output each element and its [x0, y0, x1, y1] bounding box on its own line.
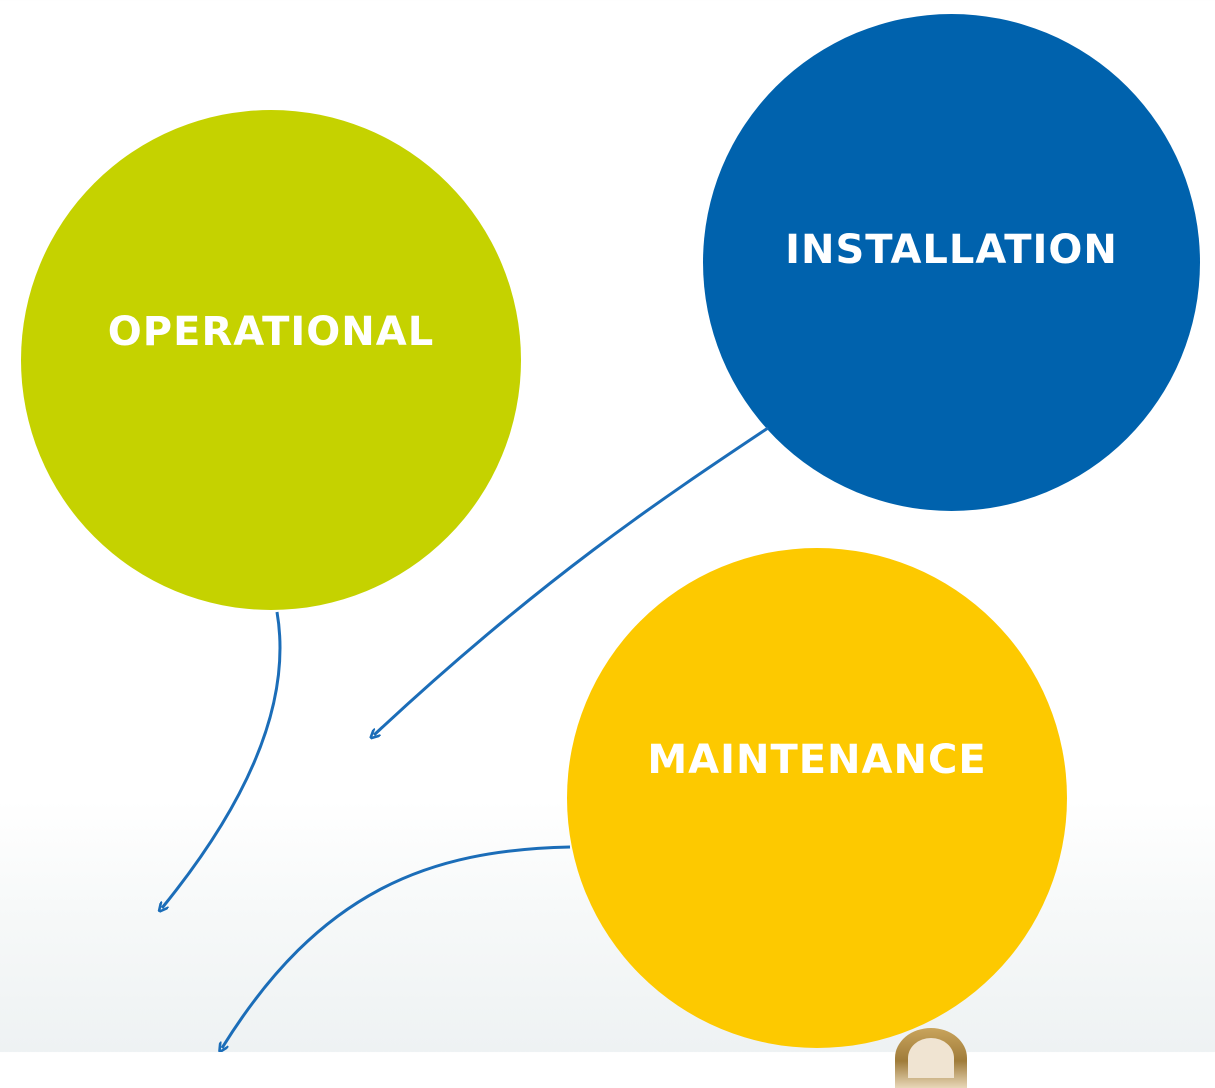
installation-label: INSTALLATION: [785, 226, 1118, 273]
person-face-image: [908, 1038, 954, 1078]
operational-label: OPERATIONAL: [107, 309, 435, 355]
arrow-from-maintenance: [222, 845, 571, 1048]
installation-circle: INSTALLATION: [703, 14, 1200, 511]
arrow-from-operational: [162, 611, 282, 908]
operational-circle: OPERATIONAL: [21, 110, 521, 610]
maintenance-label: MAINTENANCE: [647, 737, 987, 783]
maintenance-circle: MAINTENANCE: [567, 548, 1067, 1048]
